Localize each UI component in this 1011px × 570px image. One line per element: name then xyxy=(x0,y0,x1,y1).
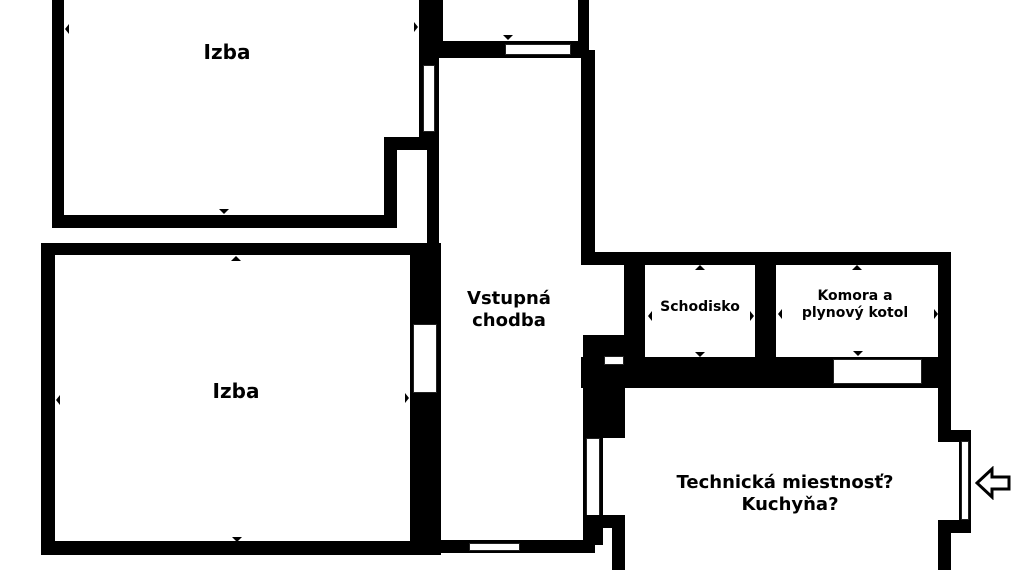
marker-up-icon xyxy=(695,265,705,270)
wall-schodisko-komora-divider xyxy=(755,252,776,387)
wall-corridor-left-upper xyxy=(427,150,439,250)
room-label-line: Kuchyňa? xyxy=(741,493,839,515)
marker-down-icon xyxy=(219,209,229,214)
door-corridor-technicka xyxy=(586,438,600,520)
room-label-technicka: Technická miestnosť? Kuchyňa? xyxy=(660,472,910,515)
door-top-room xyxy=(505,44,571,55)
room-label-line: Technická miestnosť? xyxy=(676,472,894,493)
room-label-line: plynový kotol xyxy=(801,304,909,321)
room-label-schodisko: Schodisko xyxy=(660,299,740,315)
arrow-left-outline-icon xyxy=(975,466,1011,500)
room-label-izba-bottom: Izba xyxy=(212,379,260,403)
wall-corridor-right-upper xyxy=(581,50,595,265)
wall-schodisko-left xyxy=(624,252,645,387)
marker-right-icon xyxy=(750,311,754,321)
window-technicka-right xyxy=(961,441,969,520)
marker-left-icon xyxy=(65,24,69,34)
marker-up-icon xyxy=(852,265,862,270)
marker-right-icon xyxy=(405,393,409,403)
marker-left-icon xyxy=(648,311,652,321)
wall-izba-bottom-left xyxy=(41,243,55,555)
window-izba-bottom-right xyxy=(413,324,437,393)
wall-top-room-left xyxy=(439,0,443,45)
room-label-line: Vstupná xyxy=(467,288,551,309)
wall-izba-top-bottom xyxy=(52,215,397,228)
wall-izba-bottom-bottom xyxy=(41,541,439,555)
marker-left-icon xyxy=(56,395,60,405)
marker-down-icon xyxy=(232,537,242,542)
marker-left-icon xyxy=(778,309,782,319)
wall-izba-bottom-top xyxy=(41,243,439,255)
marker-down-icon xyxy=(695,352,705,357)
marker-down-icon xyxy=(503,35,513,40)
room-label-izba-top: Izba xyxy=(203,40,251,64)
door-corridor-bottom xyxy=(469,543,520,551)
wall-izba-top-notch-vertical xyxy=(384,137,397,228)
marker-down-icon xyxy=(853,351,863,356)
wall-technicka-left-upper xyxy=(603,385,625,438)
wall-technicka-left-lower xyxy=(612,515,625,570)
window-komora-bottom xyxy=(833,359,922,384)
wall-technicka-right-upper xyxy=(938,385,951,435)
wall-top-room-right xyxy=(578,0,589,58)
marker-up-icon xyxy=(231,256,241,261)
wall-izba-top-left xyxy=(52,0,64,228)
marker-right-icon xyxy=(414,22,418,32)
room-label-vstupna-chodba: Vstupná chodba xyxy=(449,288,569,331)
window-izba-top-right xyxy=(423,65,435,132)
room-label-line: Komora a xyxy=(817,288,893,304)
room-label-komora: Komora a plynový kotol xyxy=(785,288,925,322)
wall-technicka-right-lower xyxy=(938,520,951,570)
room-label-line: chodba xyxy=(472,309,546,331)
vent-small xyxy=(604,356,624,365)
wall-izba-bottom-right xyxy=(410,243,441,555)
marker-right-icon xyxy=(934,309,938,319)
wall-service-right xyxy=(938,252,951,387)
